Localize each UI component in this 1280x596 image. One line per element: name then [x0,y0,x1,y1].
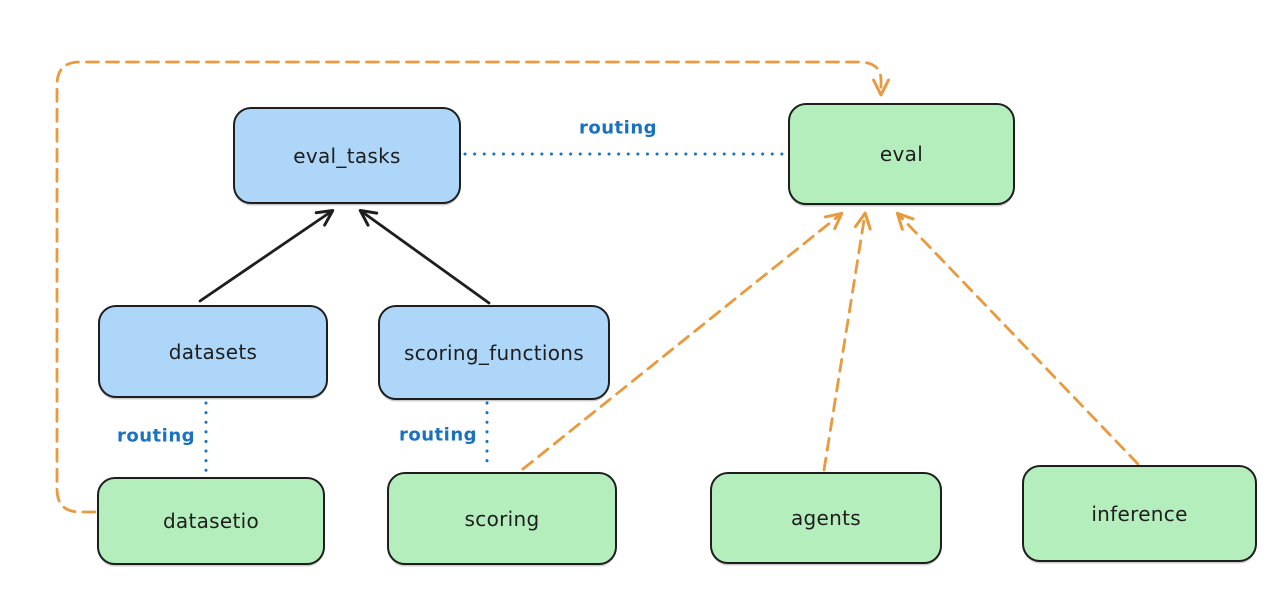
node-datasetio: datasetio [97,477,325,565]
node-eval-label: eval [879,142,924,166]
node-inference: inference [1022,465,1257,562]
edge-label-routing-eval-tasks-eval: routing [578,117,658,139]
edge-agents-to-eval [822,211,872,472]
edge-label-routing-scoring-functions-scoring: routing [398,424,478,446]
node-agents-label: agents [791,506,861,530]
node-scoring-label: scoring [464,506,540,531]
node-datasets: datasets [98,305,328,398]
edge-label-routing-datasets-datasetio: routing [116,425,196,447]
edge-inference-to-eval [895,211,1140,466]
node-scoring-functions-label: scoring_functions [403,340,585,365]
edge-scoring-functions-to-eval-tasks [358,208,491,305]
edge-datasets-to-eval-tasks [198,208,335,303]
node-eval: eval [788,103,1015,205]
node-inference-label: inference [1091,501,1188,526]
node-scoring-functions: scoring_functions [378,305,610,400]
node-datasets-label: datasets [168,339,258,364]
node-scoring: scoring [387,472,617,565]
node-eval-tasks-label: eval_tasks [293,143,401,168]
node-datasetio-label: datasetio [162,509,260,533]
node-eval-tasks: eval_tasks [233,107,461,204]
node-agents: agents [710,472,942,564]
